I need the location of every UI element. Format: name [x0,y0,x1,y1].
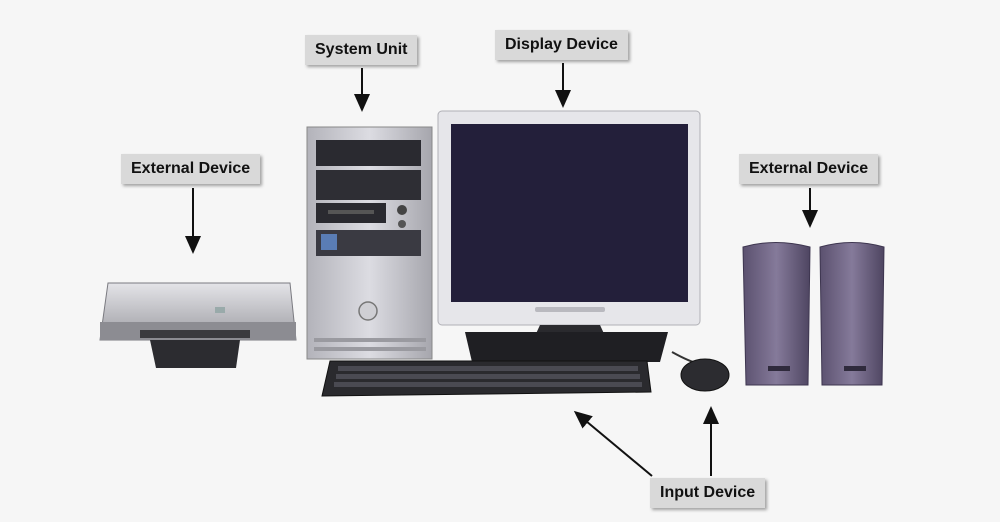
arrow-input-device-keyboard [573,410,653,477]
mouse-illustration [671,351,730,392]
monitor-illustration [437,110,701,362]
label-system-unit: System Unit [305,35,418,65]
label-external-device-left: External Device [121,154,261,184]
printer-illustration [99,282,297,368]
system-unit-illustration [306,126,433,360]
speakers-illustration [742,242,885,386]
label-input-device: Input Device [650,478,766,508]
label-external-device-right: External Device [739,154,879,184]
label-display-device: Display Device [495,30,628,60]
keyboard-illustration [321,360,652,397]
